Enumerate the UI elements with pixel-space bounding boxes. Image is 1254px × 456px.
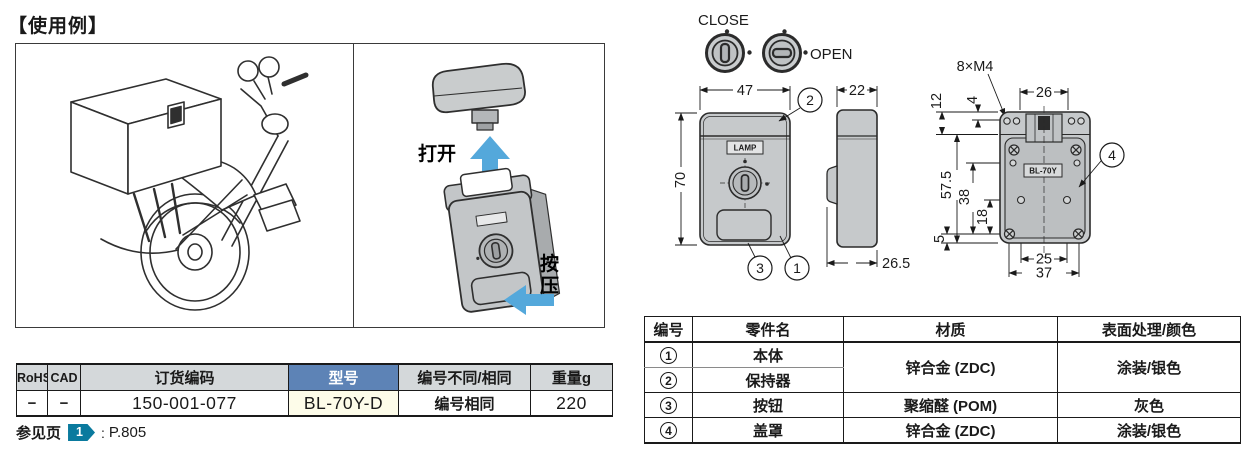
dim-18: 18 bbox=[975, 209, 991, 225]
lamp-logo-plate bbox=[726, 140, 764, 155]
usage-panel-lock: 打开 按 压 bbox=[353, 44, 605, 327]
motorcycle-illustration bbox=[70, 56, 309, 311]
callout-button: 3 bbox=[747, 255, 773, 281]
dim-5: 5 bbox=[932, 235, 948, 243]
lock-cap bbox=[431, 62, 526, 131]
open-label: 打开 bbox=[418, 144, 457, 165]
dim-57-5: 57.5 bbox=[939, 171, 955, 199]
parts-row-body: 1 本体 锌合金 (ZDC) 涂装/银色 bbox=[644, 341, 1241, 393]
usage-panel-motorcycle bbox=[16, 44, 353, 327]
callout-keeper: 2 bbox=[797, 87, 823, 113]
part-name-keeper: 保持器 bbox=[692, 367, 844, 393]
dim-depth: 26.5 bbox=[882, 256, 910, 272]
parts-table-header-row: 编号 零件名 材质 表面处理/颜色 bbox=[644, 316, 1241, 343]
dim-side-width: 22 bbox=[849, 83, 865, 99]
col-part-name: 零件名 bbox=[692, 316, 844, 343]
svg-text:2: 2 bbox=[806, 92, 814, 108]
reference-badge[interactable]: 1 bbox=[68, 424, 96, 441]
parts-row-button: 3 按钮 聚缩醛 (POM) 灰色 bbox=[644, 392, 1241, 418]
weight-value: 220 bbox=[530, 390, 613, 417]
dim-width-front: 47 bbox=[737, 83, 753, 99]
col-order-code: 订货编码 bbox=[80, 363, 289, 391]
part-no-2: 2 bbox=[660, 371, 677, 389]
material-pom: 聚缩醛 (POM) bbox=[843, 392, 1058, 418]
lock-body bbox=[443, 167, 561, 313]
col-weight: 重量g bbox=[530, 363, 613, 391]
part-name-body: 本体 bbox=[692, 341, 844, 368]
svg-text:3: 3 bbox=[756, 260, 764, 276]
thread-label: 8×M4 bbox=[957, 59, 994, 75]
dim-12: 12 bbox=[929, 93, 945, 109]
parts-row-keeper: 2 保持器 bbox=[644, 367, 1241, 393]
rohs-value: − bbox=[16, 390, 48, 417]
part-name-button: 按钮 bbox=[692, 392, 844, 418]
keyhole-open-icon bbox=[762, 29, 808, 73]
reference-page[interactable]: P.805 bbox=[108, 424, 147, 441]
push-button-front bbox=[716, 209, 772, 241]
dim-26: 26 bbox=[1036, 85, 1052, 101]
finish-gray: 灰色 bbox=[1057, 392, 1241, 418]
material-zdc: 锌合金 (ZDC) bbox=[843, 417, 1058, 444]
col-cad: CAD bbox=[47, 363, 81, 391]
mount-holes-top bbox=[1003, 117, 1085, 125]
keyhole-close-icon bbox=[705, 29, 752, 73]
part-no-4: 4 bbox=[660, 421, 677, 439]
close-label: CLOSE bbox=[698, 12, 749, 29]
col-model: 型号 bbox=[288, 363, 399, 391]
finish-silver-merged: 涂装/银色 bbox=[1057, 341, 1241, 393]
order-table: RoHS CAD 订货编码 型号 编号不同/相同 重量g − − 150-001… bbox=[16, 363, 613, 417]
model-plate-text: BL-70Y bbox=[1029, 167, 1057, 176]
dim-4: 4 bbox=[965, 96, 981, 104]
cad-value: − bbox=[47, 390, 81, 417]
part-no-3: 3 bbox=[660, 396, 677, 414]
order-code-value: 150-001-077 bbox=[80, 390, 289, 417]
svg-text:4: 4 bbox=[1108, 147, 1116, 163]
parts-table: 编号 零件名 材质 表面处理/颜色 1 本体 锌合金 (ZDC) 涂装/银色 2… bbox=[644, 316, 1241, 444]
dim-height-front: 70 bbox=[673, 172, 689, 188]
col-rohs: RoHS bbox=[16, 363, 48, 391]
part-name-cover: 盖罩 bbox=[692, 417, 844, 444]
open-arrow-up bbox=[470, 136, 510, 184]
order-table-data-row: − − 150-001-077 BL-70Y-D 编号相同 220 bbox=[16, 390, 613, 417]
back-drawing: 8×M4 bbox=[929, 59, 1125, 282]
model-plate bbox=[1023, 163, 1063, 178]
col-note: 编号不同/相同 bbox=[398, 363, 531, 391]
order-table-header-row: RoHS CAD 订货编码 型号 编号不同/相同 重量g bbox=[16, 363, 613, 391]
reference-note: 参见页 1 : P.805 bbox=[16, 422, 146, 443]
col-material: 材质 bbox=[843, 316, 1058, 343]
back-view-body: BL-70Y bbox=[999, 106, 1091, 258]
lock-illustration bbox=[431, 62, 561, 315]
dim-37: 37 bbox=[1036, 266, 1052, 282]
part-no-1: 1 bbox=[660, 346, 677, 364]
usage-example-title: 【使用例】 bbox=[8, 16, 109, 37]
svg-text:1: 1 bbox=[793, 260, 801, 276]
key-legend: CLOSE OPEN bbox=[698, 12, 853, 73]
finish-silver: 涂装/银色 bbox=[1057, 417, 1241, 444]
col-part-no: 编号 bbox=[644, 316, 693, 343]
press-label: 按 压 bbox=[540, 254, 560, 297]
note-value: 编号相同 bbox=[398, 390, 531, 417]
callout-cover: 4 bbox=[1099, 142, 1125, 168]
usage-example-box: 打开 按 压 bbox=[15, 43, 605, 328]
model-value: BL-70Y-D bbox=[288, 390, 399, 417]
mount-holes-mid bbox=[1009, 159, 1081, 205]
open-key-label: OPEN bbox=[810, 46, 853, 63]
dim-38: 38 bbox=[957, 189, 973, 205]
callout-body: 1 bbox=[784, 255, 810, 281]
press-arrow-left bbox=[504, 285, 554, 315]
parts-row-cover: 4 盖罩 锌合金 (ZDC) 涂装/银色 bbox=[644, 417, 1241, 444]
material-zdc-merged: 锌合金 (ZDC) bbox=[843, 341, 1058, 393]
reference-label: 参见页 bbox=[16, 425, 62, 442]
side-view-body bbox=[826, 109, 878, 248]
col-finish: 表面处理/颜色 bbox=[1057, 316, 1241, 343]
reference-colon: : bbox=[101, 424, 105, 441]
lamp-logo-text: LAMP bbox=[734, 144, 757, 153]
front-view-body: LAMP bbox=[699, 112, 791, 246]
dim-25: 25 bbox=[1036, 252, 1052, 268]
side-latch bbox=[826, 165, 838, 205]
front-side-drawing: 47 70 22 26.5 LAMP bbox=[673, 83, 910, 281]
screws bbox=[1003, 144, 1085, 240]
